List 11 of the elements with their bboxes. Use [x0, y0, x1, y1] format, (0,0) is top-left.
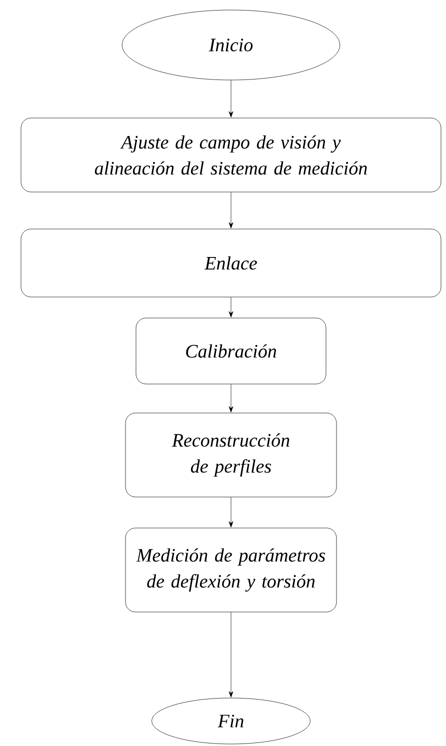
process-box: Calibración — [136, 318, 326, 384]
process-box: Enlace — [20, 228, 442, 298]
arrow — [228, 192, 234, 228]
arrow — [228, 612, 234, 698]
arrow — [228, 384, 234, 412]
process-box: Reconstrucción de perfiles — [125, 412, 337, 498]
arrow — [228, 80, 234, 118]
arrow — [228, 297, 234, 318]
process-box: Ajuste de campo de visión y alineación del sistema de medición — [20, 118, 442, 192]
process-box: Medición de parámetros de deflexión y torsión — [125, 528, 337, 612]
arrow — [228, 497, 234, 528]
